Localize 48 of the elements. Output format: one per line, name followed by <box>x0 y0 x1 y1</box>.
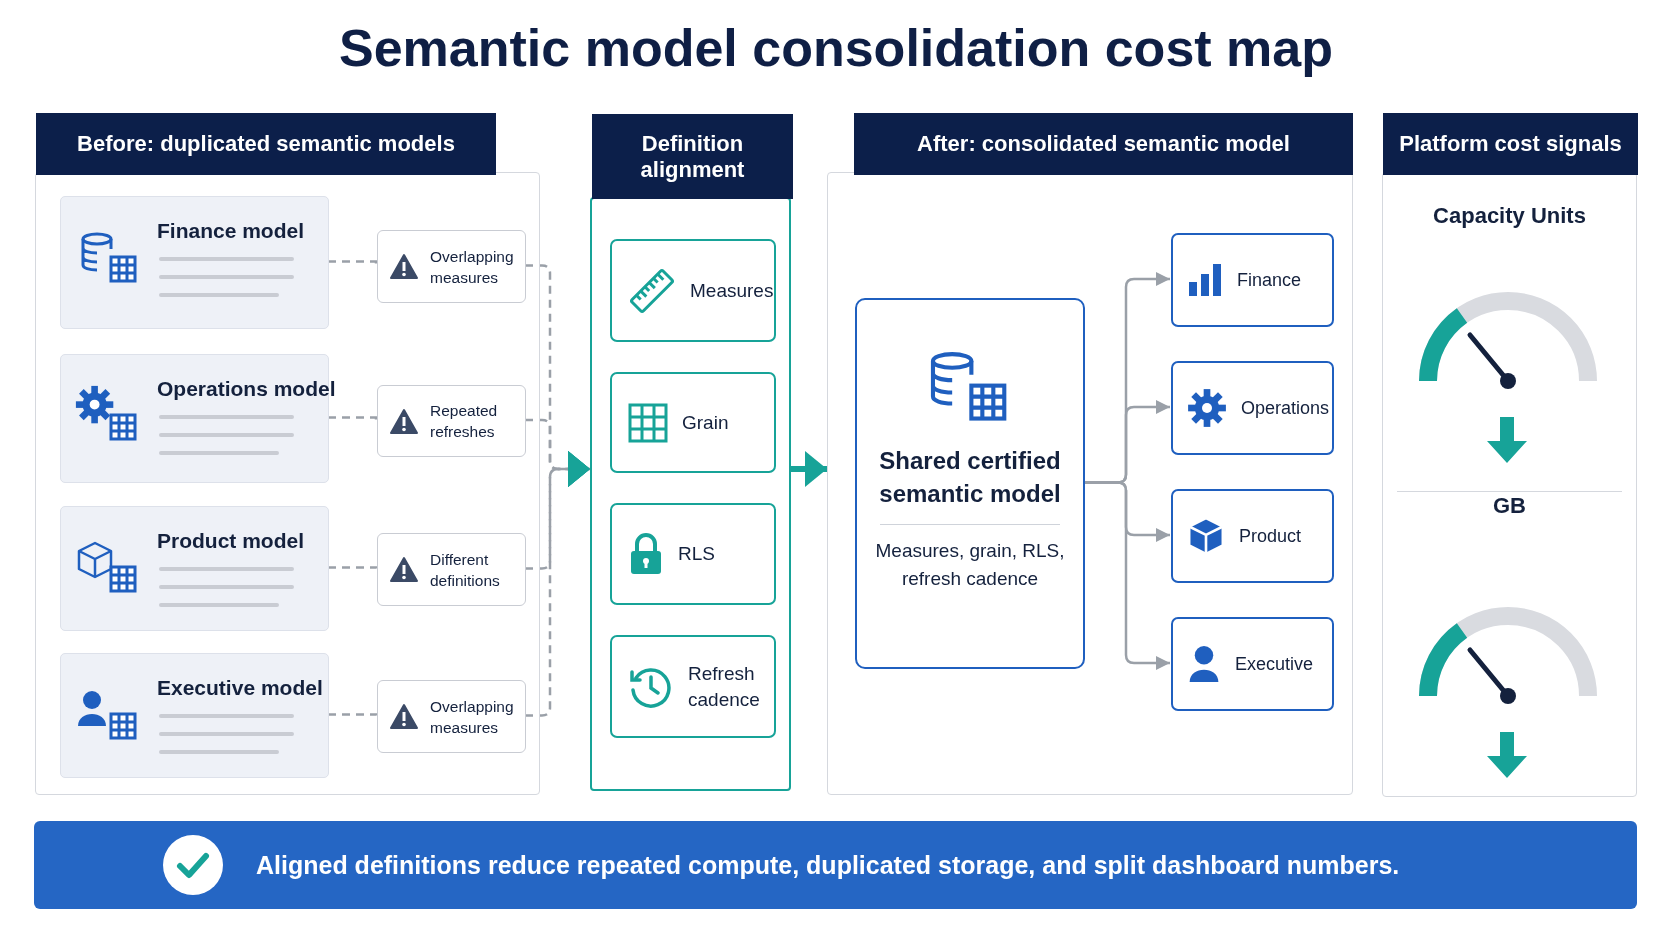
summary-banner <box>34 821 1637 909</box>
issue-text: Different definitions <box>430 549 501 591</box>
panel-heading: After: consolidated semantic model <box>854 113 1353 175</box>
hub-description: Measures, grain, RLS, refresh cadence <box>874 539 1066 591</box>
definition-text: RLS <box>678 542 716 566</box>
connector-line <box>328 566 378 570</box>
issue-box <box>377 533 526 606</box>
model-card <box>60 506 329 631</box>
consumer-label: Finance <box>1237 269 1302 291</box>
consumer-box <box>1171 361 1334 455</box>
diagram-title: Semantic model consolidation cost map <box>338 18 1334 78</box>
issue-box <box>377 680 526 753</box>
arrow <box>791 451 827 487</box>
consumer-box <box>1171 617 1334 711</box>
panel-heading: Before: duplicated semantic models <box>36 113 496 175</box>
card-title: Operations model <box>157 377 336 401</box>
consumer-box <box>1171 233 1334 327</box>
definition-text: Refresh cadence <box>688 661 761 712</box>
shared-model-box <box>855 298 1085 669</box>
consumer-label: Executive <box>1235 653 1314 675</box>
metric-label: GB <box>1492 492 1527 520</box>
hub-title: Shared certified semantic model <box>878 446 1062 509</box>
issue-box <box>377 230 526 303</box>
metric-label: Capacity Units <box>1432 202 1587 230</box>
card-title: Product model <box>157 529 304 553</box>
connector-line <box>328 416 378 421</box>
connector-line <box>328 713 378 717</box>
issue-text: Overlapping measures <box>430 696 515 738</box>
definition-box <box>610 372 776 473</box>
panel-heading: Definition alignment <box>592 114 793 199</box>
definition-box <box>610 503 776 605</box>
arrow <box>525 451 590 717</box>
issue-text: Repeated refreshes <box>430 401 499 442</box>
connector-line <box>328 260 378 266</box>
consumer-label: Product <box>1239 525 1302 547</box>
card-title: Executive model <box>157 676 323 700</box>
consumer-box <box>1171 489 1334 583</box>
definition-box <box>610 239 776 342</box>
panel-heading: Platform cost signals <box>1383 113 1638 175</box>
definition-text: Grain <box>682 410 730 435</box>
definition-box <box>610 635 776 738</box>
consumer-label: Operations <box>1241 397 1330 419</box>
issue-box <box>377 385 526 457</box>
model-card <box>60 653 329 778</box>
issue-text: Overlapping measures <box>430 246 515 288</box>
summary-text: Aligned definitions reduce repeated compute, duplicated storage, and split dashboard numbers. <box>256 850 1400 880</box>
card-title: Finance model <box>157 219 305 243</box>
model-card <box>60 196 329 329</box>
